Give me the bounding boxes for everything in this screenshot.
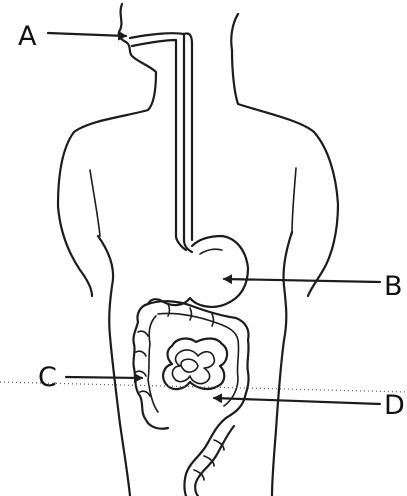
stomach-inner-fold xyxy=(200,249,222,254)
oesophagus-left-wall xyxy=(130,33,192,252)
small-intestine xyxy=(163,339,227,390)
body-outline xyxy=(58,4,338,496)
colon-outer-outline xyxy=(133,301,248,429)
small-intestine-loop xyxy=(181,359,198,372)
labels: A B C D xyxy=(18,21,405,421)
oesophagus xyxy=(130,33,192,252)
right-arm-inner xyxy=(292,168,296,234)
label-d: D xyxy=(384,390,405,421)
right-body-contour xyxy=(231,14,338,296)
arrow-d xyxy=(214,398,380,404)
label-c: C xyxy=(38,362,57,393)
rectum-right-wall xyxy=(195,426,234,496)
stomach xyxy=(148,236,248,307)
oesophagus-right-wall xyxy=(132,40,186,250)
stomach-outline xyxy=(148,236,248,307)
right-hip-contour xyxy=(272,232,292,496)
arrow-a xyxy=(48,33,126,36)
rectum-folds xyxy=(194,440,224,480)
arrow-c xyxy=(66,377,142,378)
rectum xyxy=(185,418,235,496)
small-intestine-coil-inner xyxy=(172,350,214,384)
oesophagus-top-bend xyxy=(184,33,192,240)
label-b: B xyxy=(384,271,403,302)
label-a: A xyxy=(18,21,37,52)
colon-haustra-left xyxy=(136,331,150,396)
large-intestine xyxy=(133,301,248,429)
left-hip-contour xyxy=(98,236,130,496)
left-arm-inner xyxy=(90,170,100,236)
